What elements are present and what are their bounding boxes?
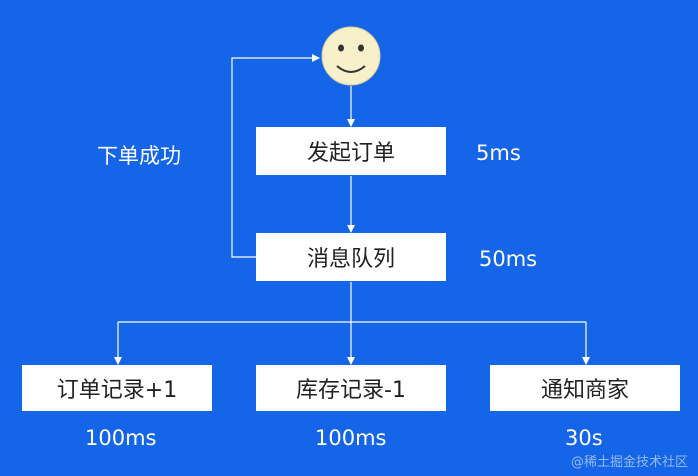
node-notify-merchant: 通知商家: [490, 365, 680, 411]
node-inventory-record: 库存记录-1: [256, 365, 446, 411]
label-time-notify: 30s: [565, 426, 603, 450]
node-message-queue: 消息队列: [256, 233, 446, 281]
arrow-queue-to-face: [231, 54, 320, 258]
node-start-order: 发起订单: [256, 127, 446, 175]
label-time-queue: 50ms: [479, 247, 538, 271]
watermark: @稀土掘金技术社区: [570, 455, 688, 470]
node-order-record: 订单记录+1: [22, 365, 212, 411]
smiley-face-icon: [321, 26, 381, 86]
label-time-start-order: 5ms: [476, 141, 521, 165]
label-time-inventory: 100ms: [315, 426, 387, 450]
label-order-success: 下单成功: [97, 144, 181, 168]
label-time-order-record: 100ms: [85, 426, 157, 450]
